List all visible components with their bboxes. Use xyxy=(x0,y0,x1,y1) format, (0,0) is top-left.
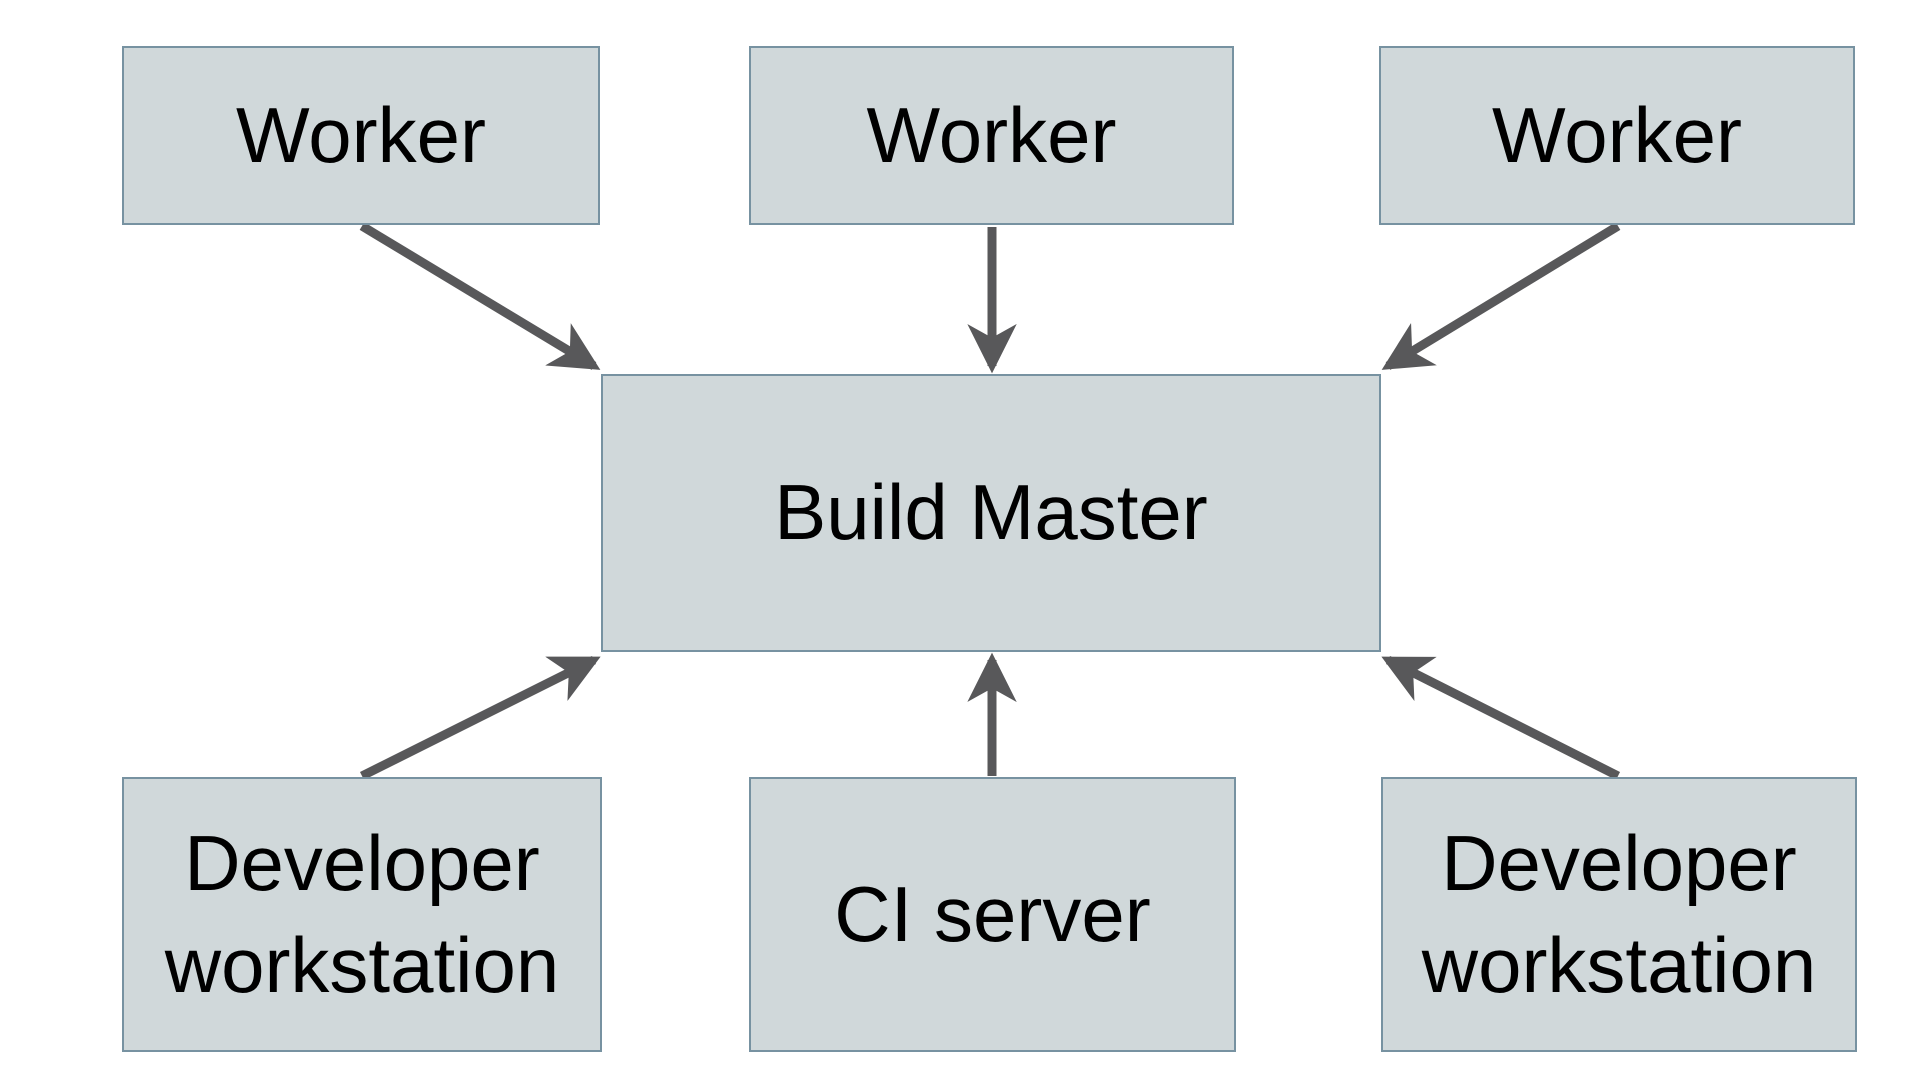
node-label-developer-workstation-right: Developer workstation xyxy=(1421,819,1817,1009)
node-worker-1: Worker xyxy=(122,46,600,225)
node-developer-workstation-left: Developer workstation xyxy=(122,777,602,1052)
node-developer-workstation-right: Developer workstation xyxy=(1381,777,1857,1052)
arrow-developer-workstation-right-to-build-master xyxy=(1381,655,1621,781)
node-label-worker-1: Worker xyxy=(236,90,486,179)
arrow-developer-workstation-left-to-build-master xyxy=(359,655,601,781)
node-build-master: Build Master xyxy=(601,374,1381,652)
arrow-worker-3-to-build-master xyxy=(1381,222,1621,370)
node-worker-2: Worker xyxy=(749,46,1234,225)
node-worker-3: Worker xyxy=(1379,46,1855,225)
arrow-worker-1-to-build-master xyxy=(359,222,601,370)
node-label-developer-workstation-left: Developer workstation xyxy=(164,819,560,1009)
node-ci-server: CI server xyxy=(749,777,1236,1052)
node-label-worker-2: Worker xyxy=(866,90,1117,179)
node-label-worker-3: Worker xyxy=(1492,90,1742,179)
node-label-ci-server: CI server xyxy=(834,869,1151,958)
node-label-build-master: Build Master xyxy=(774,468,1208,557)
